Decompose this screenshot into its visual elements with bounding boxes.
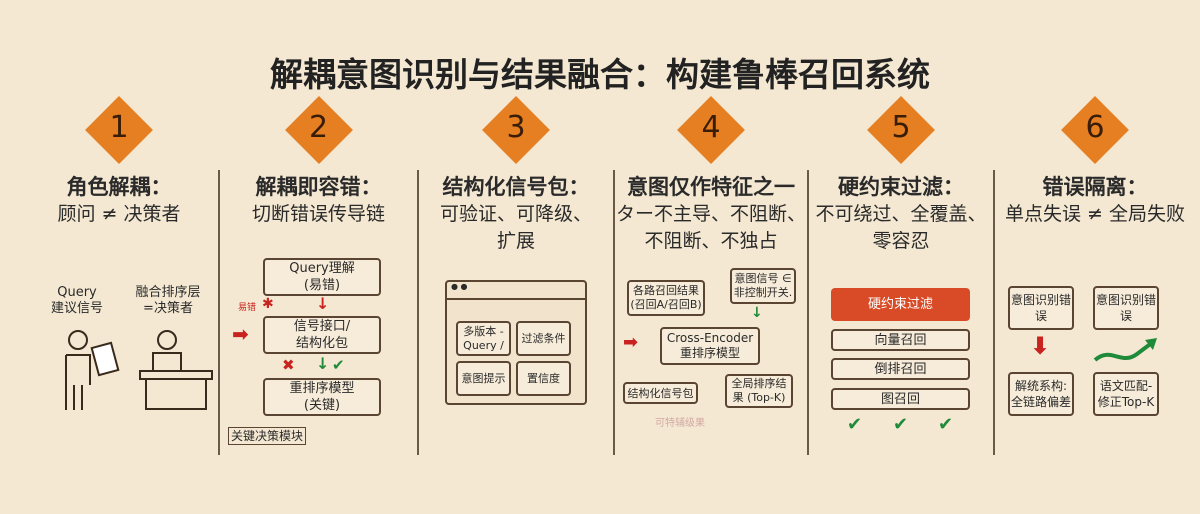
divider — [218, 170, 220, 455]
step-number: 4 — [701, 110, 721, 145]
signal-cell: 意图提示 — [456, 361, 511, 396]
check-icon: ✔ — [847, 414, 863, 435]
panel-heading: 错误隔离：单点失误 ≠ 全局失败 — [1005, 175, 1185, 225]
x-icon: ✖ — [282, 356, 295, 374]
recall-item: 图召回 — [831, 388, 970, 410]
query-understanding-box: Query理解 (易错) — [263, 258, 381, 296]
signal-cell: 过滤条件 — [516, 321, 571, 356]
check-icon: ✔ — [332, 356, 345, 374]
arrow-down-icon: ↓ — [316, 294, 330, 313]
panel-signal-package: 3 结构化信号包：可验证、可降级、 扩展 ● ● 多版本 - Query / 过… — [419, 96, 613, 500]
signal-package-box: 结构化信号包 — [623, 382, 698, 404]
key-module-caption: 关键决策模块 — [228, 427, 307, 445]
arrow-right-icon: ➡ — [623, 332, 639, 353]
divider — [417, 170, 419, 455]
step-number: 1 — [109, 110, 129, 145]
decider-label: 融合排序层 =决策者 — [135, 285, 201, 316]
hard-filter-box: 硬约束过滤 — [831, 288, 970, 321]
recall-item: 倒排召回 — [831, 358, 970, 380]
intent-error-box: 意图识别错 误 — [1008, 286, 1074, 330]
semantic-match-box: 语文匹配- 修正Top-K — [1093, 372, 1159, 416]
panel-intent-feature: 4 意图仅作特征之一ター不主导、不阻断、 不阻断、不独占 各路召回结果 (召回A… — [615, 96, 807, 500]
divider — [613, 170, 615, 455]
check-icon: ✔ — [893, 414, 909, 435]
signal-interface-box: 信号接口/ 结构化包 — [263, 316, 381, 354]
error-tag: 易错 — [238, 303, 257, 313]
panel-error-isolation: 6 错误隔离：单点失误 ≠ 全局失败 意图识别错 误 意图识别错 误 ⬇ 解统系… — [995, 96, 1195, 500]
panel-fault-tolerance: 2 解耦即容错：切断错误传导链 Query理解 (易错) 易错 ✱ ↓ 信号接口… — [220, 96, 417, 500]
page-title: 解耦意图识别与结果融合：构建鲁棒召回系统 — [270, 55, 930, 94]
check-icon: ✔ — [938, 414, 954, 435]
panel-heading: 角色解耦：顾问 ≠ 决策者 — [57, 175, 181, 225]
advisor-label: Query 建议信号 — [50, 285, 103, 316]
panel-heading: 硬约束过滤：不可绕过、全覆盖、 零容忍 — [815, 175, 987, 252]
panel-heading: 意图仅作特征之一ター不主导、不阻断、 不阻断、不独占 — [615, 175, 806, 252]
panel-hard-constraint: 5 硬约束过滤：不可绕过、全覆盖、 零容忍 硬约束过滤 向量召回 倒排召回 图召… — [809, 96, 993, 500]
error-icon: ✱ — [262, 296, 274, 312]
cross-encoder-box: Cross-Encoder 重排序模型 — [660, 327, 760, 365]
panel-role-decoupling: 1 角色解耦：顾问 ≠ 决策者 Query 建议信号 融合排序层 =决策者 — [20, 96, 218, 500]
signal-cell: 多版本 - Query / — [456, 321, 511, 356]
arrow-down-icon: ↓ — [316, 354, 330, 373]
faded-text: 可特辅级果 — [655, 418, 705, 429]
arrow-down-icon: ↓ — [751, 305, 763, 321]
arrow-right-icon: ➡ — [232, 322, 249, 346]
full-chain-bias-box: 解统系构: 全链路偏差 — [1008, 372, 1074, 416]
recall-item: 向量召回 — [831, 329, 970, 351]
divider — [993, 170, 995, 455]
signal-cell: 置信度 — [516, 361, 571, 396]
step-number: 3 — [506, 110, 526, 145]
intent-error-box: 意图识别错 误 — [1093, 286, 1159, 330]
rerank-model-box: 重排序模型 (关键) — [263, 378, 381, 416]
step-number: 6 — [1085, 110, 1105, 145]
panel-heading: 解耦即容错：切断错误传导链 — [251, 175, 385, 225]
divider — [807, 170, 809, 455]
step-number: 2 — [308, 110, 329, 145]
global-ranking-box: 全局排序结 果 (Top-K) — [725, 374, 793, 408]
intent-signal-box: 意图信号 ∈ 非控制开关. — [730, 268, 796, 304]
arrow-down-icon: ⬇ — [1030, 332, 1051, 360]
step-number: 5 — [891, 110, 911, 145]
advisor-decider-illustration — [65, 330, 213, 410]
trend-up-arrow-icon — [1093, 338, 1157, 362]
recall-results-box: 各路召回结果 (召回A/召回B) — [627, 280, 705, 316]
panel-heading: 结构化信号包：可验证、可降级、 扩展 — [439, 175, 592, 252]
